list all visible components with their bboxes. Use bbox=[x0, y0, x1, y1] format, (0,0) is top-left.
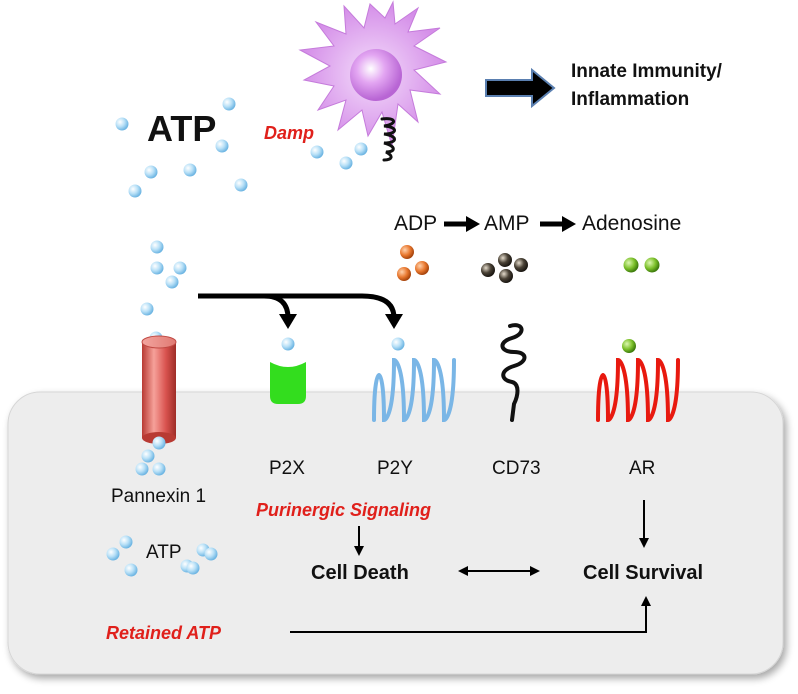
atp-molecule bbox=[150, 240, 164, 254]
cell-body bbox=[7, 391, 784, 675]
adenosine-bound-ar bbox=[622, 339, 636, 353]
innate-arrow bbox=[485, 67, 556, 109]
conversion-arrows bbox=[444, 216, 576, 232]
atp-molecule bbox=[152, 436, 166, 450]
inflammation-label: Inflammation bbox=[571, 89, 690, 110]
atp-molecule bbox=[354, 142, 368, 156]
atp-molecule bbox=[222, 97, 236, 111]
adp-molecule bbox=[397, 267, 411, 281]
cell-survival-label: Cell Survival bbox=[583, 562, 704, 584]
atp-molecule bbox=[115, 117, 129, 131]
adenosine-molecule bbox=[644, 257, 660, 273]
ar-receptor bbox=[596, 357, 680, 423]
damp-label: Damp bbox=[264, 123, 315, 143]
cell-death-label: Cell Death bbox=[311, 562, 409, 584]
atp-molecule bbox=[144, 165, 158, 179]
atp-molecule bbox=[140, 302, 154, 316]
adenosine-molecule bbox=[623, 257, 639, 273]
purinergic-signaling-label: Purinergic Signaling bbox=[256, 500, 432, 520]
atp-molecule bbox=[135, 462, 149, 476]
atp-bound-p2y bbox=[391, 337, 405, 351]
cd73-label: CD73 bbox=[492, 458, 541, 479]
amp-molecule bbox=[499, 269, 513, 283]
atp-molecule bbox=[183, 163, 197, 177]
atp-molecule bbox=[310, 145, 324, 159]
p2y-label: P2Y bbox=[377, 458, 413, 479]
metabolite-molecules bbox=[397, 245, 660, 283]
p2x-receptor bbox=[270, 362, 306, 404]
atp-molecule bbox=[119, 535, 133, 549]
atp-molecule bbox=[106, 547, 120, 561]
cd73-enzyme bbox=[500, 323, 527, 422]
atp-molecule bbox=[215, 139, 229, 153]
retained-atp-label: Retained ATP bbox=[106, 623, 222, 643]
atp-molecule bbox=[204, 547, 218, 561]
nucleus bbox=[350, 49, 402, 101]
pannexin-1-channel bbox=[141, 335, 177, 444]
adenosine-label: Adenosine bbox=[582, 212, 682, 235]
atp-label-large: ATP bbox=[147, 108, 217, 149]
atp-molecule bbox=[339, 156, 353, 170]
amp-molecule bbox=[481, 263, 495, 277]
immune-cell bbox=[298, 0, 448, 162]
innate-immunity-label: Innate Immunity/ bbox=[571, 61, 722, 82]
atp-molecule bbox=[124, 563, 138, 577]
atp-molecule bbox=[186, 561, 200, 575]
atp-molecule bbox=[150, 261, 164, 275]
atp-molecules-extracellular bbox=[115, 97, 368, 345]
atp-molecule bbox=[234, 178, 248, 192]
atp-molecule bbox=[165, 275, 179, 289]
amp-label: AMP bbox=[484, 212, 530, 235]
atp-signaling-arrows bbox=[198, 293, 403, 329]
ar-label: AR bbox=[629, 458, 656, 479]
atp-label-intracellular: ATP bbox=[146, 542, 182, 563]
atp-molecule bbox=[128, 184, 142, 198]
p2x-label: P2X bbox=[269, 458, 305, 479]
amp-molecule bbox=[498, 253, 512, 267]
adp-molecule bbox=[415, 261, 429, 275]
cell-arrows bbox=[290, 500, 651, 633]
immune-receptor bbox=[380, 117, 396, 162]
pannexin-label: Pannexin 1 bbox=[111, 486, 207, 507]
atp-molecule bbox=[152, 462, 166, 476]
adp-molecule bbox=[400, 245, 414, 259]
adp-label: ADP bbox=[394, 212, 438, 235]
p2y-receptor bbox=[372, 357, 456, 423]
atp-bound-p2x bbox=[281, 337, 295, 351]
atp-molecules-intracellular bbox=[106, 436, 218, 577]
atp-molecule bbox=[141, 449, 155, 463]
atp-molecule bbox=[173, 261, 187, 275]
amp-molecule bbox=[514, 258, 528, 272]
